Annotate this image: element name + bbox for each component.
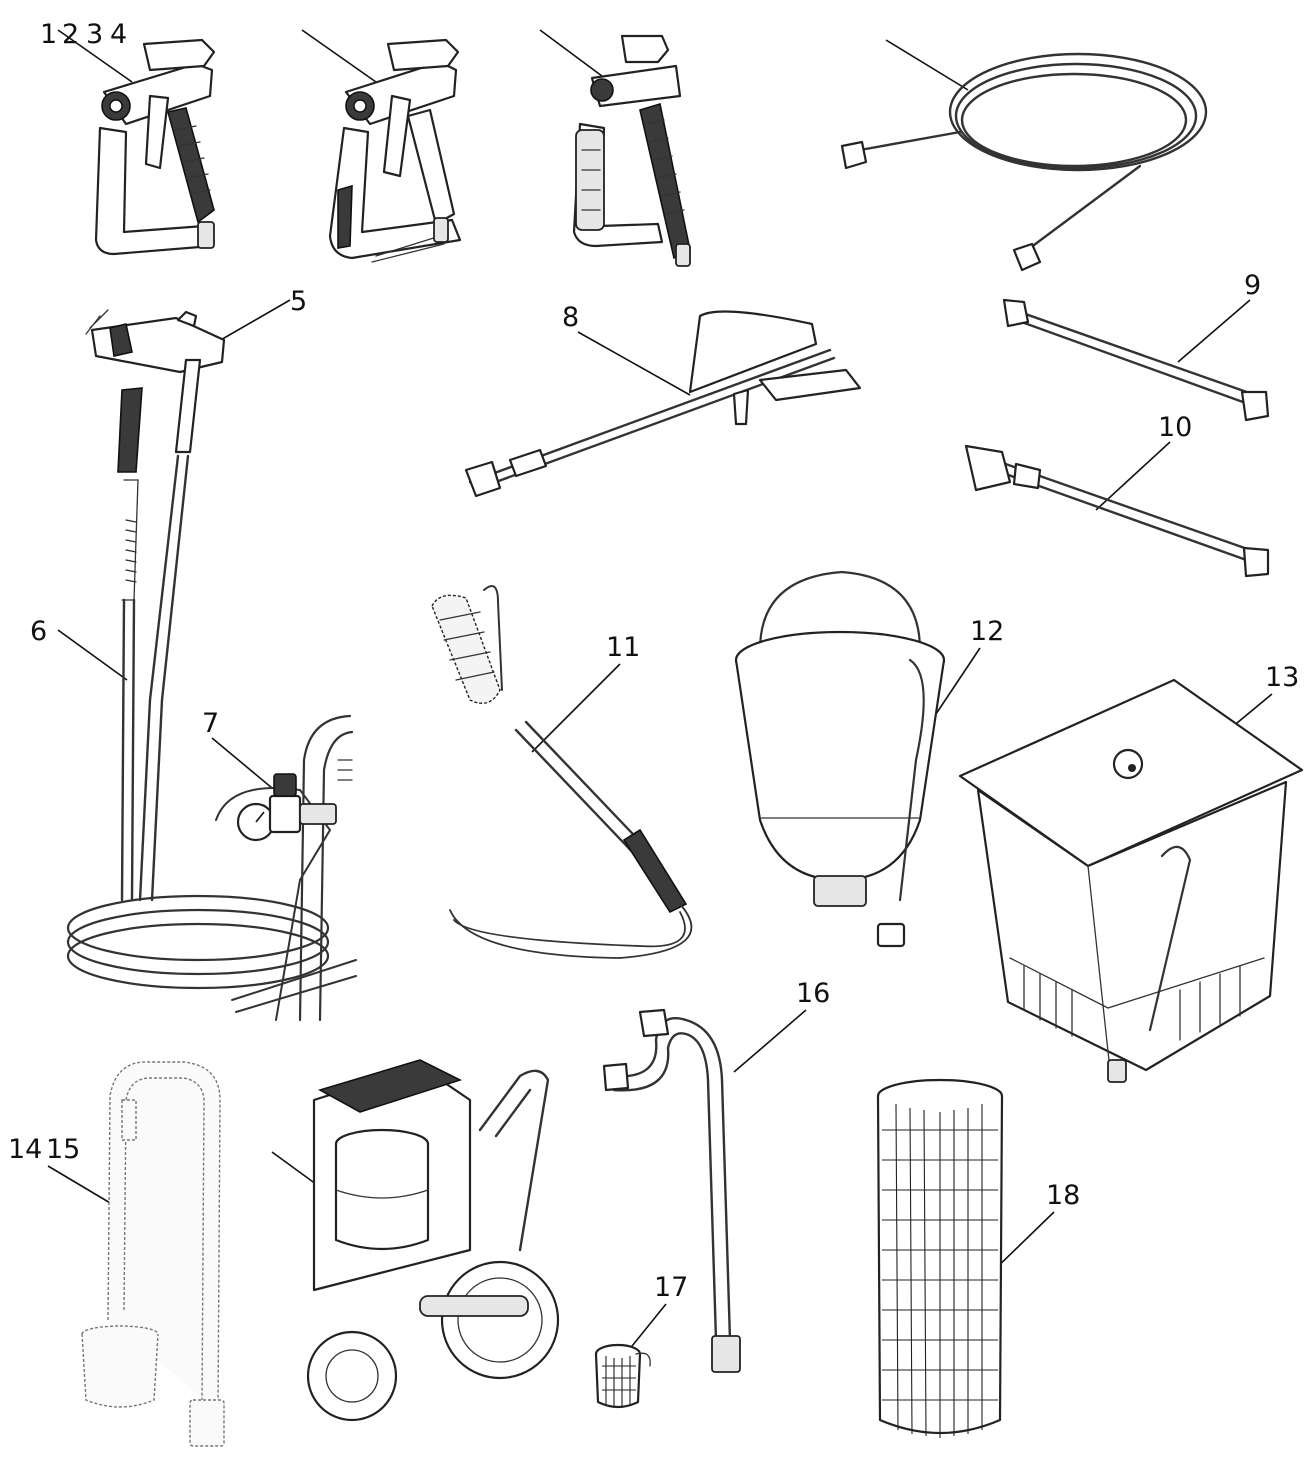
airless-gun-3 <box>572 34 691 267</box>
callout-14: 14 <box>8 1134 42 1165</box>
pump-unit <box>306 1059 560 1422</box>
callout-6: 6 <box>30 616 47 647</box>
air-regulator <box>215 714 357 1022</box>
gravity-cup <box>734 570 946 948</box>
callout-11: 11 <box>606 632 640 663</box>
extension-pole <box>1002 298 1270 422</box>
inlet-strainer <box>594 1343 651 1409</box>
suction-pipe <box>602 1008 741 1373</box>
callout-9: 9 <box>1244 270 1261 301</box>
coiled-hose <box>840 52 1208 272</box>
callout-13: 13 <box>1265 662 1299 693</box>
callout-7: 7 <box>202 708 219 739</box>
callout-10: 10 <box>1158 412 1192 443</box>
callout-12: 12 <box>970 616 1004 647</box>
callout-15: 15 <box>46 1134 80 1165</box>
suction-set <box>81 1061 225 1447</box>
aa-gun-hoses <box>66 309 330 990</box>
extension-gun <box>464 310 862 498</box>
callout-4: 4 <box>110 19 127 50</box>
callout-8: 8 <box>562 302 579 333</box>
callout-5: 5 <box>290 286 307 317</box>
callout-3: 3 <box>86 19 103 50</box>
paint-roller <box>431 585 693 959</box>
hopper <box>958 678 1304 1083</box>
callout-17: 17 <box>654 1272 688 1303</box>
callout-16: 16 <box>796 978 830 1009</box>
callout-1: 1 <box>40 19 57 50</box>
mesh-filter <box>876 1078 1004 1438</box>
airless-gun-2 <box>328 38 462 263</box>
callout-18: 18 <box>1046 1180 1080 1211</box>
tip-extension <box>964 444 1270 578</box>
airless-gun-1 <box>94 38 216 256</box>
callout-labels: 1 2 3 4 5 6 7 8 9 10 11 12 13 14 15 16 1… <box>8 19 1299 1303</box>
